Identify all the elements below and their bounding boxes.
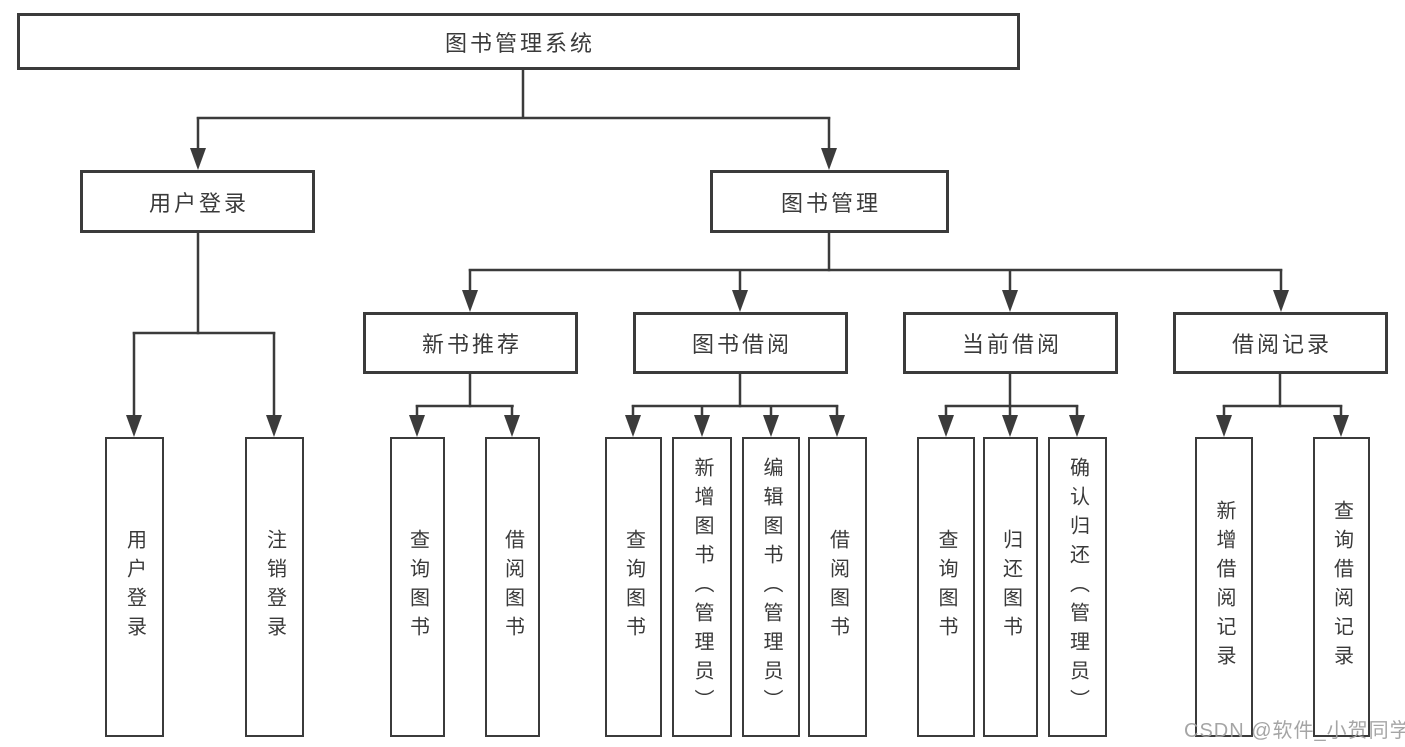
leaf-label: 确认归还（管理员） bbox=[1066, 456, 1089, 718]
leaf-query-book-borrow: 查询图书 bbox=[605, 437, 662, 737]
arrowhead bbox=[1069, 415, 1085, 437]
arrowhead bbox=[266, 415, 282, 437]
leaf-label: 归还图书 bbox=[999, 529, 1022, 645]
leaf-label: 借阅图书 bbox=[826, 529, 849, 645]
leaf-label: 借阅图书 bbox=[501, 529, 524, 645]
node-book-borrow: 图书借阅 bbox=[633, 312, 848, 374]
arrowhead bbox=[1273, 290, 1289, 312]
leaf-add-borrow-record: 新增借阅记录 bbox=[1195, 437, 1253, 737]
arrowhead bbox=[763, 415, 779, 437]
arrowhead bbox=[821, 148, 837, 170]
leaf-query-book-recommend: 查询图书 bbox=[390, 437, 445, 737]
node-borrow-record: 借阅记录 bbox=[1173, 312, 1388, 374]
connector-record-to-leaves bbox=[1216, 374, 1349, 437]
arrowhead bbox=[625, 415, 641, 437]
arrowhead bbox=[190, 148, 206, 170]
connector-borrow-to-leaves bbox=[625, 374, 845, 437]
node-current-borrow: 当前借阅 bbox=[903, 312, 1118, 374]
leaf-add-book-admin: 新增图书（管理员） bbox=[672, 437, 732, 737]
arrowhead bbox=[504, 415, 520, 437]
arrowhead bbox=[829, 415, 845, 437]
leaf-logout: 注销登录 bbox=[245, 437, 304, 737]
arrowhead bbox=[1002, 415, 1018, 437]
node-root-system: 图书管理系统 bbox=[17, 13, 1020, 70]
arrowhead bbox=[1216, 415, 1232, 437]
arrowhead bbox=[938, 415, 954, 437]
leaf-return-book: 归还图书 bbox=[983, 437, 1038, 737]
leaf-query-borrow-record: 查询借阅记录 bbox=[1313, 437, 1370, 737]
connector-current-to-leaves bbox=[938, 374, 1085, 437]
leaf-query-book-current: 查询图书 bbox=[917, 437, 975, 737]
leaf-label: 新增图书（管理员） bbox=[691, 456, 713, 718]
connector-login-to-leaves bbox=[126, 233, 282, 437]
arrowhead bbox=[1333, 415, 1349, 437]
arrowhead bbox=[409, 415, 425, 437]
leaf-borrow-book-recommend: 借阅图书 bbox=[485, 437, 540, 737]
arrowhead bbox=[126, 415, 142, 437]
arrowhead bbox=[1002, 290, 1018, 312]
leaf-label: 用户登录 bbox=[123, 529, 146, 645]
connector-recommend-to-leaves bbox=[409, 374, 520, 437]
node-user-login: 用户登录 bbox=[80, 170, 315, 233]
connector-mgmt-to-groups bbox=[462, 233, 1289, 312]
leaf-label: 注销登录 bbox=[263, 529, 286, 645]
leaf-label: 查询图书 bbox=[935, 529, 957, 645]
arrowhead bbox=[462, 290, 478, 312]
leaf-edit-book-admin: 编辑图书（管理员） bbox=[742, 437, 800, 737]
node-book-management: 图书管理 bbox=[710, 170, 949, 233]
leaf-label: 编辑图书（管理员） bbox=[760, 456, 782, 718]
leaf-label: 查询图书 bbox=[406, 529, 429, 645]
arrowhead bbox=[694, 415, 710, 437]
leaf-confirm-return-admin: 确认归还（管理员） bbox=[1048, 437, 1107, 737]
leaf-label: 查询借阅记录 bbox=[1330, 500, 1353, 674]
arrowhead bbox=[732, 290, 748, 312]
node-new-book-recommend: 新书推荐 bbox=[363, 312, 578, 374]
csdn-watermark: CSDN @软件_小贺同学 bbox=[1184, 720, 1405, 742]
leaf-label: 新增借阅记录 bbox=[1213, 500, 1235, 674]
leaf-borrow-book: 借阅图书 bbox=[808, 437, 867, 737]
connector-root-to-branches bbox=[190, 70, 837, 170]
leaf-user-login: 用户登录 bbox=[105, 437, 164, 737]
leaf-label: 查询图书 bbox=[622, 529, 645, 645]
